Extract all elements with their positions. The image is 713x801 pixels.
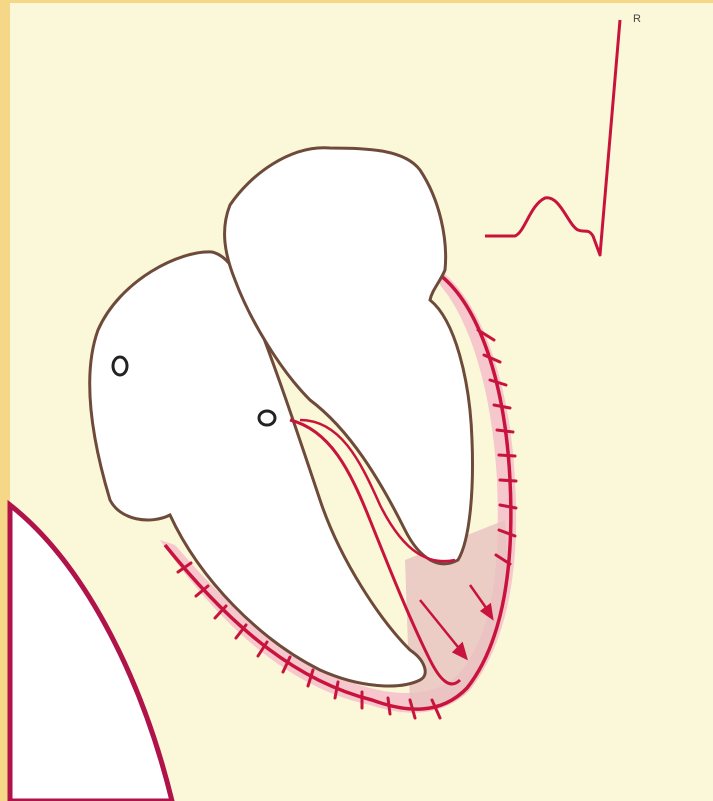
ecg-trace [485, 20, 620, 255]
spike [499, 455, 515, 456]
chest-outline [10, 505, 172, 801]
spike [388, 698, 390, 714]
r-wave-label: R [633, 13, 641, 25]
spike [497, 430, 513, 432]
spike [500, 480, 516, 481]
